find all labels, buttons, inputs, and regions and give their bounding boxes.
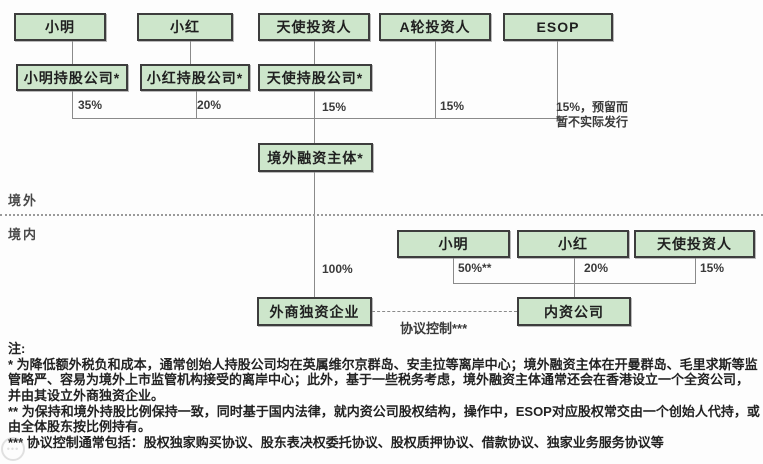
connector-line bbox=[314, 41, 315, 64]
connector-line bbox=[314, 172, 315, 297]
connector-line bbox=[574, 258, 575, 297]
footnote-2: ** 为保持和境外持股比例保持一致，同时基于国内法律，就内资公司股权结构，操作中… bbox=[8, 403, 760, 435]
connector-line bbox=[557, 41, 558, 118]
connector-line bbox=[695, 258, 696, 283]
box-angel-investor: 天使投资人 bbox=[258, 13, 370, 41]
pct-angel-holdco: 15% bbox=[322, 100, 347, 114]
connector-line bbox=[72, 118, 558, 119]
vie-control-dashed-link bbox=[372, 311, 517, 312]
footnote-3: *** 协议控制通常包括：股权独家购买协议、股东表决权委托协议、股权质押协议、借… bbox=[8, 435, 664, 451]
connector-line bbox=[314, 91, 315, 143]
connector-line bbox=[435, 41, 436, 118]
box-xiaohong-holdco: 小红持股公司* bbox=[140, 64, 250, 91]
connector-line bbox=[72, 91, 73, 118]
footnotes: 注: * 为降低额外税负和成本，通常创始人持股公司均在英属维尔京群岛、安圭拉等离… bbox=[8, 341, 760, 451]
onshore-region-label: 境内 bbox=[8, 227, 39, 242]
box-domestic-xiaoming: 小明 bbox=[397, 230, 510, 258]
connector-line bbox=[453, 283, 696, 284]
connector-line bbox=[72, 41, 73, 64]
pct-domestic-xiaohong: 20% bbox=[584, 261, 609, 275]
footnote-1: * 为降低额外税负和成本，通常创始人持股公司均在英属维尔京群岛、安圭拉等离岸中心… bbox=[8, 357, 758, 403]
pct-domestic-xiaoming: 50%** bbox=[458, 261, 492, 275]
pct-xiaohong-holdco: 20% bbox=[197, 98, 222, 112]
pct-wfoe: 100% bbox=[322, 262, 353, 276]
box-xiaoming-holdco: 小明持股公司* bbox=[16, 64, 128, 91]
connector-line bbox=[196, 91, 197, 118]
box-esop: ESOP bbox=[503, 13, 613, 41]
box-domestic-xiaohong: 小红 bbox=[517, 230, 629, 258]
footnotes-heading: 注: bbox=[8, 341, 26, 356]
box-domestic-angel: 天使投资人 bbox=[634, 230, 755, 258]
connector-line bbox=[190, 41, 191, 64]
box-series-a-investor: A轮投资人 bbox=[379, 13, 491, 41]
box-founder-xiaohong: 小红 bbox=[137, 13, 233, 41]
box-wfoe: 外商独资企业 bbox=[257, 297, 372, 326]
pct-xiaoming-holdco: 35% bbox=[78, 98, 103, 112]
offshore-region-label: 境外 bbox=[8, 193, 39, 208]
box-angel-holdco: 天使持股公司* bbox=[258, 64, 372, 91]
offshore-onshore-divider bbox=[0, 214, 763, 216]
box-founder-xiaoming: 小明 bbox=[14, 13, 106, 41]
pct-domestic-angel: 15% bbox=[700, 261, 725, 275]
vie-control-label: 协议控制*** bbox=[400, 321, 468, 336]
box-offshore-financing-entity: 境外融资主体* bbox=[258, 143, 373, 172]
pct-esop-reserved: 15%，预留而 暂不实际发行 bbox=[556, 100, 629, 129]
box-domestic-company: 内资公司 bbox=[517, 297, 631, 326]
connector-line bbox=[453, 258, 454, 283]
pct-series-a: 15% bbox=[440, 99, 465, 113]
